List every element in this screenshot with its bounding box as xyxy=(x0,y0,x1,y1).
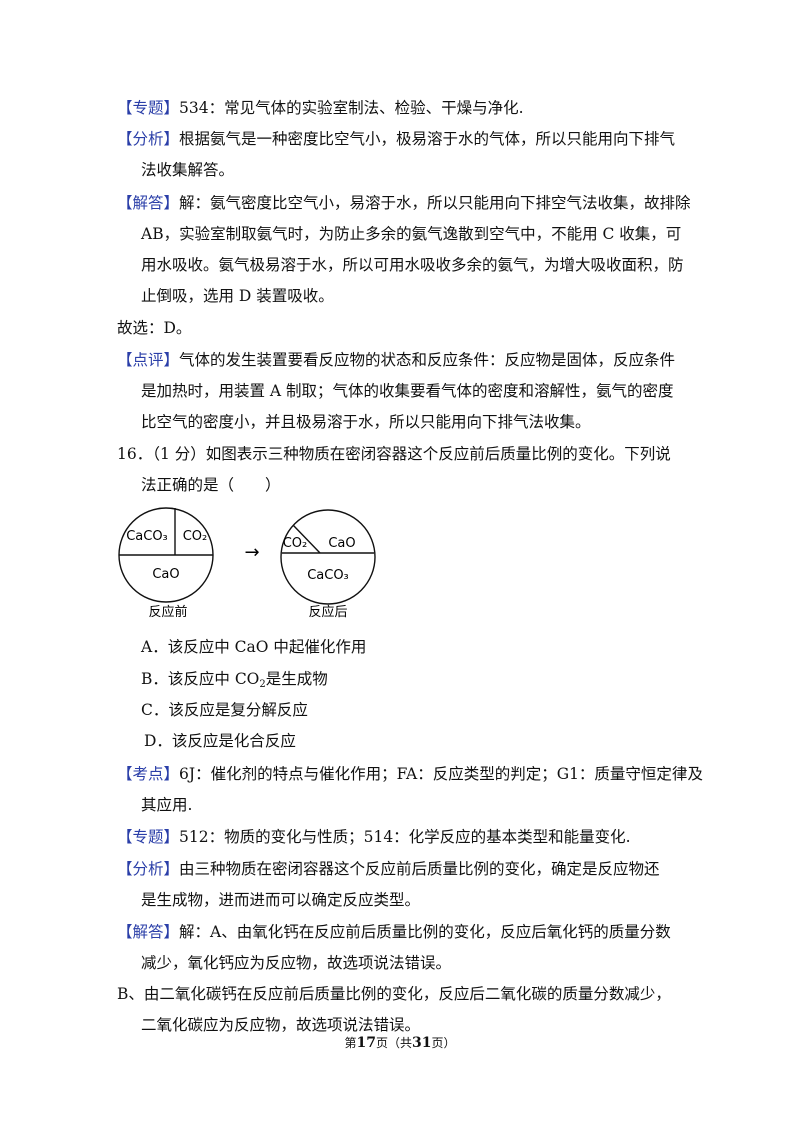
answer-line-4: 止倒吸，选用 D 装置吸收。 xyxy=(141,287,334,305)
knowledge-point-line: 【考点】6J：催化剂的特点与催化作用；FA：反应类型的判定；G1：质量守恒定律及 xyxy=(117,765,703,783)
analysis-line-b: 【分析】由三种物质在密闭容器这个反应前后质量比例的变化，确定是反应物还 xyxy=(117,860,660,878)
option-b: B．该反应中 CO2是生成物 xyxy=(141,670,328,690)
answer-line-b: 【解答】解：A、由氧化钙在反应前后质量比例的变化，反应后氧化钙的质量分数 xyxy=(117,923,671,941)
analysis-line-2: 法收集解答。 xyxy=(141,161,235,179)
comment-line-3: 比空气的密度小，并且极易溶于水，所以只能用向下排气法收集。 xyxy=(141,413,591,431)
question-line-2: 法正确的是（ ） xyxy=(141,476,281,494)
topic-line: 【专题】534：常见气体的实验室制法、检验、干燥与净化. xyxy=(117,99,524,117)
tag-label: 【解答】 xyxy=(117,923,180,941)
after-caption: 反应后 xyxy=(308,604,347,620)
answer-line-b-4: 二氧化碳应为反应物，故选项说法错误。 xyxy=(141,1016,421,1034)
answer-line: 【解答】解：氨气密度比空气小，易溶于水，所以只能用向下排空气法收集，故排除 xyxy=(117,194,691,212)
knowledge-point-line-2: 其应用. xyxy=(141,796,193,814)
answer-line-b-3: B、由二氧化碳钙在反应前后质量比例的变化，反应后二氧化碳的质量分数减少， xyxy=(117,985,671,1003)
after-label-co2: CO₂ xyxy=(283,536,308,551)
analysis-line-b-2: 是生成物，进而进而可以确定反应类型。 xyxy=(141,891,421,909)
option-c: C．该反应是复分解反应 xyxy=(141,701,308,719)
tag-label: 【分析】 xyxy=(117,130,180,148)
option-a: A．该反应中 CaO 中起催化作用 xyxy=(141,638,367,656)
answer-line-b-2: 减少，氧化钙应为反应物，故选项说法错误。 xyxy=(141,954,452,972)
tag-label: 【点评】 xyxy=(117,351,180,369)
question-line: 16．（1 分）如图表示三种物质在密闭容器这个反应前后质量比例的变化。下列说 xyxy=(117,445,671,463)
page-footer: 第17页（共31页） xyxy=(344,1035,456,1051)
before-caption: 反应前 xyxy=(148,604,187,620)
reaction-arrow: → xyxy=(244,542,259,563)
answer-line-2: AB，实验室制取氨气时，为防止多余的氨气逸散到空气中，不能用 C 收集，可 xyxy=(141,225,682,243)
before-label-cao: CaO xyxy=(152,567,179,582)
tag-label: 【专题】 xyxy=(117,99,180,117)
comment-line-2: 是加热时，用装置 A 制取；气体的收集要看气体的密度和溶解性，氨气的密度 xyxy=(141,382,674,400)
tag-label: 【解答】 xyxy=(117,194,180,212)
comment-line: 【点评】气体的发生装置要看反应物的状态和反应条件：反应物是固体，反应条件 xyxy=(117,351,676,369)
after-label-caco3: CaCO₃ xyxy=(307,568,349,583)
answer-line-3: 用水吸收。氨气极易溶于水，所以可用水吸收多余的氨气，为增大吸收面积，防 xyxy=(141,256,684,274)
after-label-cao: CaO xyxy=(328,536,355,551)
after-diagonal-divider xyxy=(292,524,321,554)
option-d: D．该反应是化合反应 xyxy=(144,732,296,750)
topic-line-2: 【专题】512：物质的变化与性质；514：化学反应的基本类型和能量变化. xyxy=(117,828,631,846)
total-page-number: 31 xyxy=(412,1035,432,1051)
current-page-number: 17 xyxy=(356,1035,376,1051)
tag-label: 【考点】 xyxy=(117,765,180,783)
tag-label: 【分析】 xyxy=(117,860,180,878)
choice-line: 故选：D。 xyxy=(117,319,192,337)
after-circle xyxy=(280,509,376,605)
before-label-co2: CO₂ xyxy=(183,529,208,544)
reaction-figure: CaCO₃ CO₂ CaO 反应前 → CO₂ CaO CaCO₃ 反应后 xyxy=(118,507,376,620)
before-label-caco3: CaCO₃ xyxy=(126,529,168,544)
tag-label: 【专题】 xyxy=(117,828,180,846)
analysis-line: 【分析】根据氨气是一种密度比空气小，极易溶于水的气体，所以只能用向下排气 xyxy=(117,130,676,148)
